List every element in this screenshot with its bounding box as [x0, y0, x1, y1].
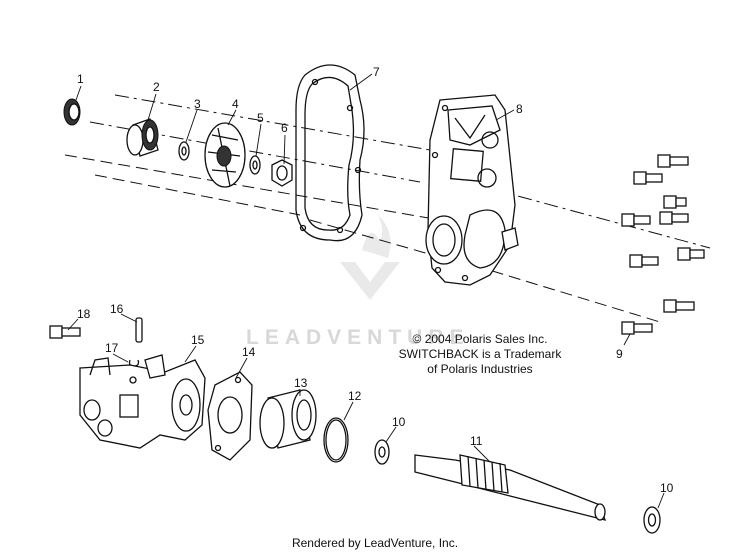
- callout-5: 5: [257, 111, 264, 125]
- part-15-oil-pump[interactable]: [79, 354, 206, 449]
- part-7-gasket[interactable]: [295, 64, 365, 242]
- callout-4: 4: [232, 97, 239, 111]
- callout-leader-lines: [67, 73, 665, 509]
- copyright-line-3: of Polaris Industries: [427, 362, 533, 376]
- callout-11: 11: [470, 434, 483, 448]
- callout-16: 16: [110, 302, 124, 316]
- footer-rendered-by: Rendered by LeadVenture, Inc.: [291, 536, 459, 550]
- callout-10-upper: 10: [392, 415, 406, 429]
- callout-9: 9: [616, 347, 623, 361]
- callout-labels: 1 2 3 4 5 6 7 8 9 10 10 11 12 13 14 15 1…: [77, 65, 674, 495]
- callout-10-lower: 10: [660, 481, 674, 495]
- part-6-nut[interactable]: [271, 159, 293, 187]
- part-9-bolts[interactable]: [621, 154, 705, 335]
- assembly-axis-lines: [64, 94, 711, 323]
- callout-2: 2: [153, 80, 160, 94]
- part-3-washer[interactable]: [178, 141, 190, 161]
- leadventure-logo-watermark: [340, 215, 400, 300]
- part-4-impeller[interactable]: [204, 122, 246, 188]
- copyright-line-1: © 2004 Polaris Sales Inc.: [412, 332, 548, 346]
- callout-7: 7: [373, 65, 380, 79]
- callout-12: 12: [348, 389, 362, 403]
- callout-14: 14: [242, 345, 256, 359]
- copyright-line-2: SWITCHBACK is a Trademark: [398, 347, 562, 361]
- watermark-text: LEADVENTURE: [246, 326, 470, 349]
- part-11-shaft[interactable]: [414, 454, 606, 521]
- part-2-bearing[interactable]: [126, 118, 159, 157]
- callout-18: 18: [77, 307, 91, 321]
- part-5-washer[interactable]: [249, 155, 261, 175]
- callout-8: 8: [516, 102, 523, 116]
- callout-1: 1: [77, 72, 84, 86]
- part-1-seal[interactable]: [63, 98, 81, 126]
- part-16-pin[interactable]: [135, 317, 143, 343]
- part-18-bolt[interactable]: [49, 325, 81, 339]
- callout-13: 13: [294, 376, 308, 390]
- part-12-o-ring[interactable]: [323, 417, 349, 463]
- part-13-rotor[interactable]: [259, 389, 317, 449]
- part-10-washer-upper[interactable]: [374, 439, 390, 465]
- part-10-washer-lower[interactable]: [643, 506, 661, 534]
- callout-3: 3: [194, 97, 201, 111]
- callout-17: 17: [105, 341, 119, 355]
- callout-15: 15: [191, 333, 205, 347]
- callout-6: 6: [281, 121, 288, 135]
- copyright-notice: © 2004 Polaris Sales Inc. SWITCHBACK is …: [380, 332, 580, 377]
- part-14-gasket[interactable]: [207, 371, 253, 461]
- part-8-pump-cover[interactable]: [425, 94, 519, 286]
